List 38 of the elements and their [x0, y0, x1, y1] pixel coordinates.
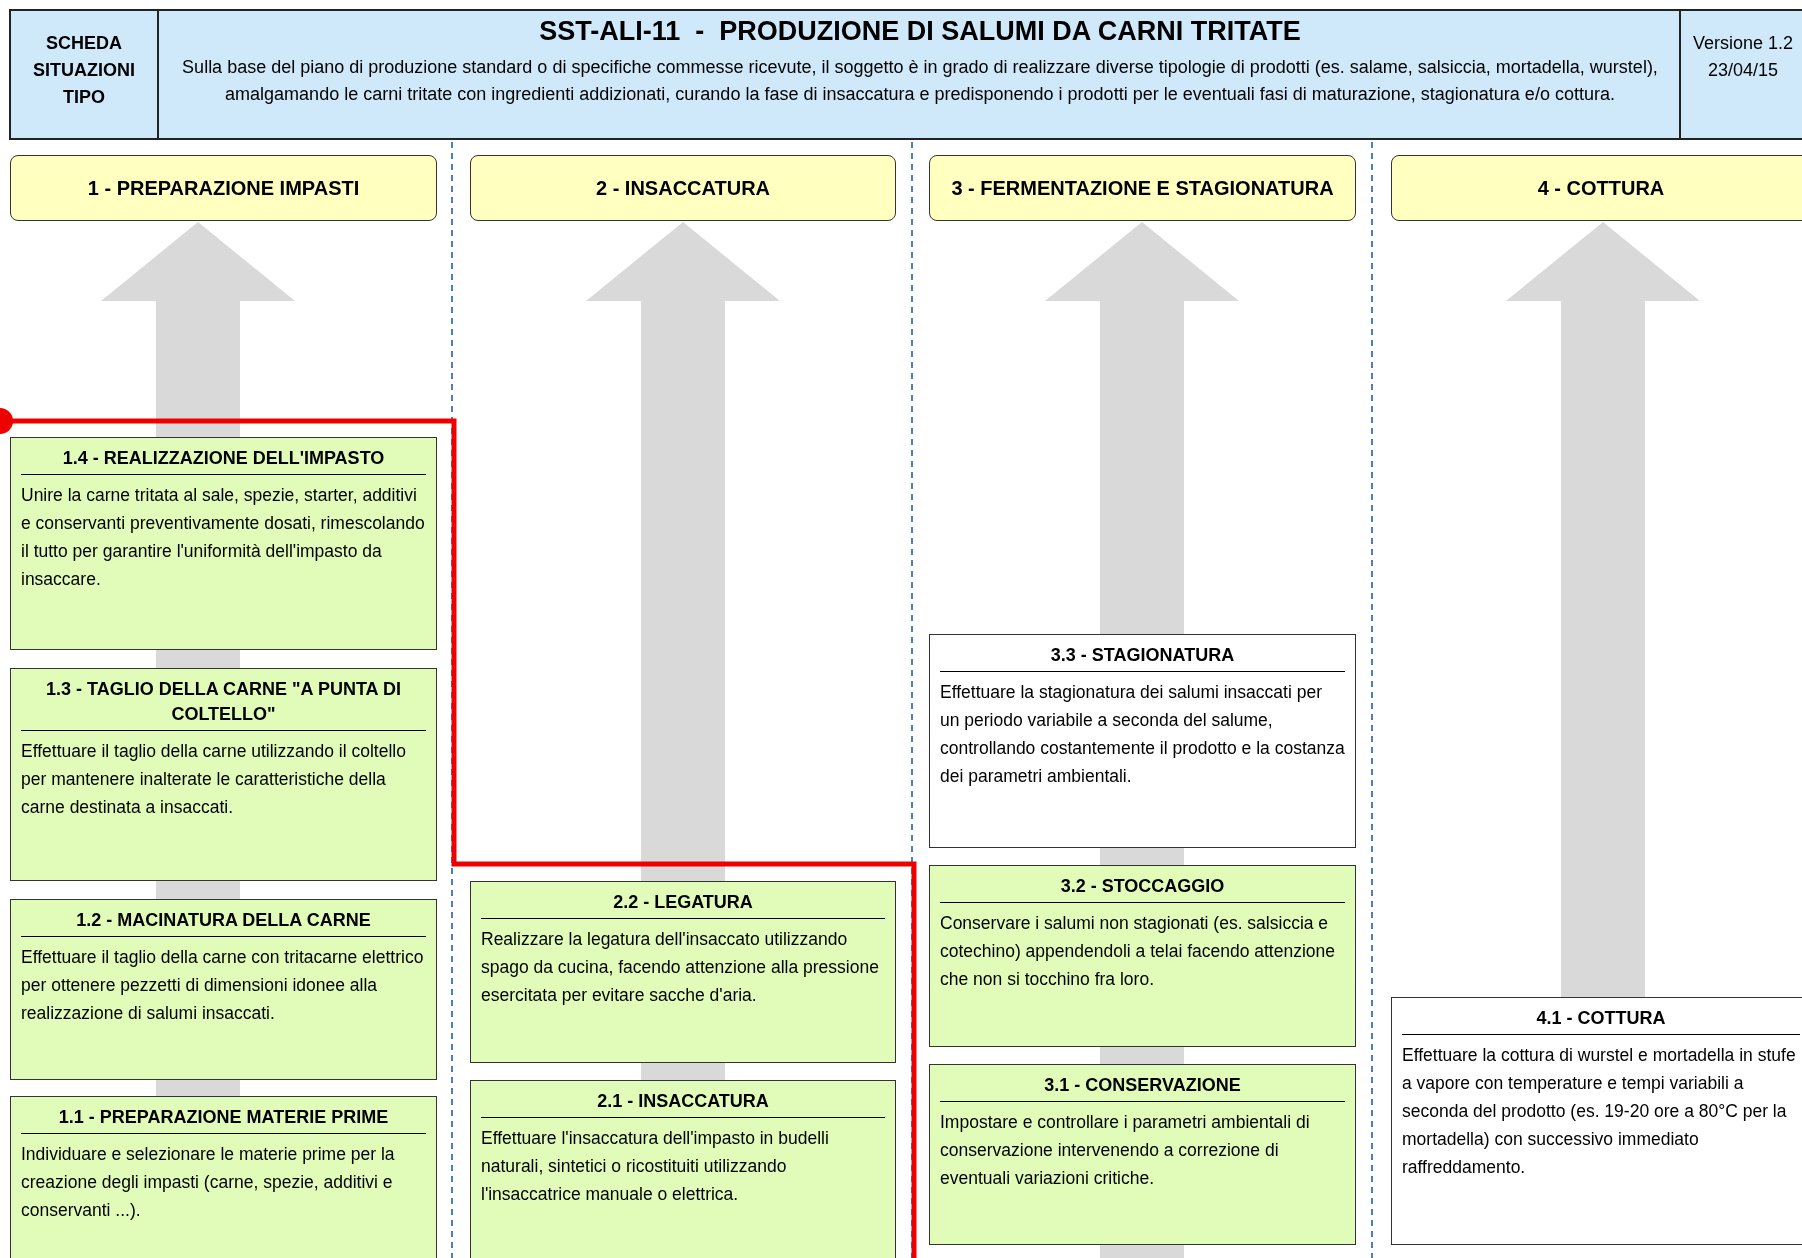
step-heading: 4.1 - COTTURA — [1402, 1006, 1800, 1036]
step-box — [1391, 997, 1802, 1245]
phase-header: 1 - PREPARAZIONE IMPASTI — [10, 155, 437, 221]
sheet-type-label: SCHEDA SITUAZIONI TIPO — [32, 32, 136, 109]
step-heading: 1.2 - MACINATURA DELLA CARNE — [21, 908, 426, 938]
step-text: Effettuare la cottura di wurstel e mortadella in stufe a vapore con temperature e tempi variabili a seconda del prodotto (es. 19-20 ore a 80°C per la mortadella) con successivo immediato raffreddamento. — [1402, 1044, 1797, 1180]
step-heading: 3.1 - CONSERVAZIONE — [940, 1073, 1345, 1103]
phase-header: 2 - INSACCATURA — [470, 155, 896, 221]
step-text: Effettuare l'insaccatura dell'impasto in budelli naturali, sintetici o ricostituiti utilizzando l'insaccatrice manuale o elettrica. — [481, 1127, 830, 1207]
version-label: Versione 1.2 23/04/15 — [1691, 32, 1795, 82]
step-box — [929, 865, 1356, 1047]
step-text: Individuare e selezionare le materie prime per la creazione degli impasti (carne, spezie, additivi e conservanti ...). — [21, 1143, 396, 1223]
step-heading: 3.3 - STAGIONATURA — [940, 643, 1345, 673]
step-heading: 2.2 - LEGATURA — [481, 890, 885, 920]
step-text: Effettuare la stagionatura dei salumi insaccati per un periodo variabile a seconda del salume, controllando costantemente il prodotto e la costanza dei parametri ambientali. — [940, 681, 1345, 789]
step-heading: 1.4 - REALIZZAZIONE DELL'IMPASTO — [21, 446, 426, 476]
step-text: Realizzare la legatura dell'insaccato utilizzando spago da cucina, facendo attenzione alla pressione esercitata per evitare sacche d'aria. — [481, 928, 880, 1008]
step-heading: 1.3 - TAGLIO DELLA CARNE "A PUNTA DI COLTELLO" — [21, 677, 426, 732]
step-heading: 3.2 - STOCCAGGIO — [940, 874, 1345, 904]
step-text: Conservare i salumi non stagionati (es. salsiccia e cotechino) appendendoli a telai facendo attenzione che non si tocchino fra loro. — [940, 912, 1337, 992]
step-text: Impostare e controllare i parametri ambientali di conservazione intervenendo a correzione di eventuali variazioni critiche. — [940, 1111, 1311, 1191]
step-text: Effettuare il taglio della carne con tritacarne elettrico per ottenere pezzetti di dimensioni idonee alla realizzazione di salumi insaccati. — [21, 946, 425, 1026]
phase-header: 3 - FERMENTAZIONE E STAGIONATURA — [929, 155, 1356, 221]
step-heading: 1.1 - PREPARAZIONE MATERIE PRIME — [21, 1105, 426, 1135]
description-text: Sulla base del piano di produzione standard o di specifiche commesse ricevute, il soggetto è in grado di realizzare diverse tipologie di prodotti (es. salame, salsiccia, mortadella, wurstel), amalgamando le carni tritate con ingredienti addizionati, curando la fase di insaccatura e predisponendo i prodotti per le eventuali fasi di maturazione, stagionatura e/o cottura. — [181, 56, 1659, 106]
step-box — [10, 899, 437, 1080]
step-box — [470, 881, 896, 1063]
step-box — [10, 1096, 437, 1258]
step-box — [929, 634, 1356, 848]
step-box — [470, 1080, 896, 1258]
step-box — [10, 437, 437, 650]
step-text: Unire la carne tritata al sale, spezie, starter, additivi e conservanti preventivamente dosati, rimescolando il tutto per garantire l'uniformità dell'impasto da insaccare. — [21, 484, 426, 592]
phase-header: 4 - COTTURA — [1391, 155, 1802, 221]
step-heading: 2.1 - INSACCATURA — [481, 1089, 885, 1119]
step-box — [929, 1064, 1356, 1245]
step-box — [10, 668, 437, 881]
step-text: Effettuare il taglio della carne utilizzando il coltello per mantenere inalterate le caratteristiche della carne destinata a insaccati. — [21, 740, 407, 820]
title: SST-ALI-11 - PRODUZIONE DI SALUMI DA CARNI TRITATE — [538, 16, 1302, 47]
